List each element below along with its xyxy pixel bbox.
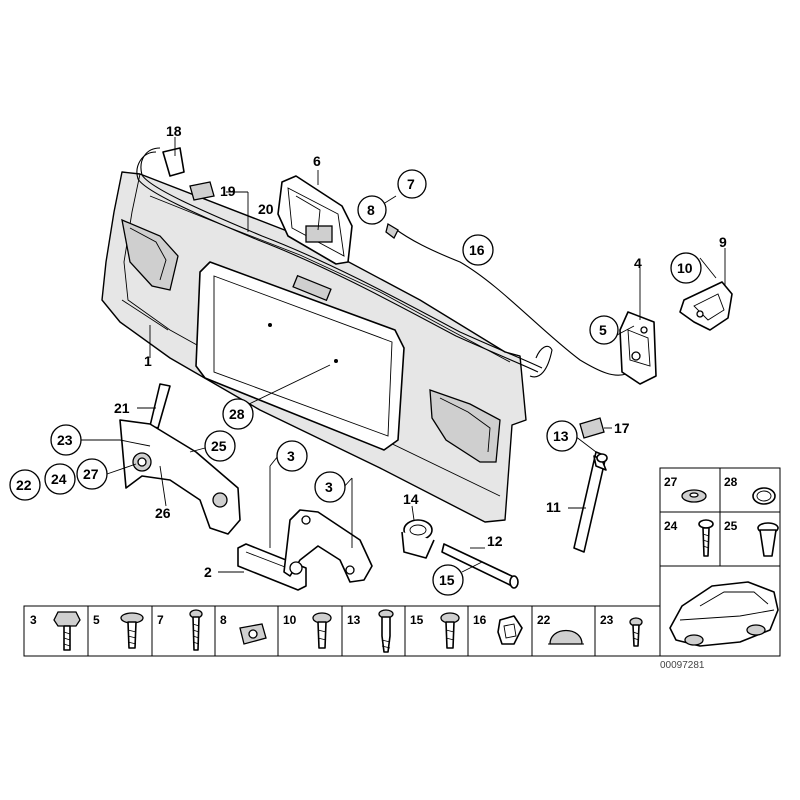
callout-16: 16 [469, 242, 485, 258]
callout-10: 10 [677, 260, 693, 276]
callout-21: 21 [114, 400, 130, 416]
callout-9: 9 [719, 234, 727, 250]
callout-19: 19 [220, 183, 236, 199]
callout-23: 23 [57, 432, 73, 448]
tailgate-panel [101, 171, 527, 523]
bushing [401, 519, 435, 559]
car-silhouette [669, 581, 779, 647]
callout-18: 18 [166, 123, 182, 139]
hex-bolt-icon [53, 611, 81, 651]
callout-1: 1 [144, 353, 152, 369]
diagram-code: 00097281 [660, 660, 705, 671]
callout-8: 8 [367, 202, 375, 218]
callout-17: 17 [614, 420, 630, 436]
grid-label-27: 27 [664, 475, 678, 489]
callout-26: 26 [155, 505, 171, 521]
callout-7: 7 [407, 176, 415, 192]
cap-icon [548, 630, 584, 645]
washer-screw-icon [189, 609, 203, 651]
callout-14: 14 [403, 491, 419, 507]
callout-20: 20 [258, 201, 274, 217]
cable-clip-icon [497, 615, 523, 645]
callout-12: 12 [487, 533, 503, 549]
grid-label-24: 24 [664, 519, 678, 533]
strip-label-15: 15 [410, 613, 424, 627]
strip-label-13: 13 [347, 613, 361, 627]
callout-11: 11 [546, 499, 561, 515]
pan-screw-icon [440, 612, 460, 649]
lock-assembly [277, 175, 353, 265]
fastener-strip: 3 5 7 8 10 13 15 16 22 23 [23, 605, 661, 657]
mounting-plate [119, 419, 241, 535]
bracket [679, 281, 733, 331]
strip-label-8: 8 [220, 613, 227, 627]
callout-24: 24 [51, 471, 67, 487]
small-screw-icon [629, 617, 643, 647]
callout-13: 13 [553, 428, 569, 444]
rod [149, 383, 171, 429]
clip-nut-icon [239, 623, 267, 645]
callout-3-lower: 3 [325, 479, 333, 495]
callout-22: 22 [16, 477, 32, 493]
callout-3-upper: 3 [287, 448, 295, 464]
strip-label-22: 22 [537, 613, 551, 627]
latch [619, 311, 657, 385]
callout-2: 2 [204, 564, 212, 580]
shoulder-bolt-icon [378, 609, 394, 653]
side-grid: 27 28 24 25 [659, 467, 781, 657]
strip-label-5: 5 [93, 613, 100, 627]
callout-27: 27 [83, 466, 99, 482]
clip [579, 417, 605, 439]
callout-25: 25 [211, 438, 227, 454]
strip-label-23: 23 [600, 613, 614, 627]
grid-label-28: 28 [724, 475, 738, 489]
callout-4: 4 [634, 255, 642, 271]
hinge [283, 509, 373, 583]
callout-6: 6 [313, 153, 321, 169]
grid-label-25: 25 [724, 519, 738, 533]
strip-label-10: 10 [283, 613, 297, 627]
strip-label-3: 3 [30, 613, 37, 627]
pin [441, 543, 519, 589]
seal-strip [136, 147, 543, 373]
release-cable [385, 222, 627, 378]
flange-screw-icon [120, 612, 144, 649]
gas-strut [573, 451, 608, 553]
callout-5: 5 [599, 322, 607, 338]
callout-28: 28 [229, 406, 245, 422]
strip-label-7: 7 [157, 613, 164, 627]
oval-screw-icon [312, 612, 332, 649]
callouts: 18 19 20 6 8 7 16 4 5 9 10 1 28 21 23 25… [9, 123, 727, 596]
callout-15: 15 [439, 572, 455, 588]
strip-label-16: 16 [473, 613, 487, 627]
leader-lines [81, 137, 726, 573]
